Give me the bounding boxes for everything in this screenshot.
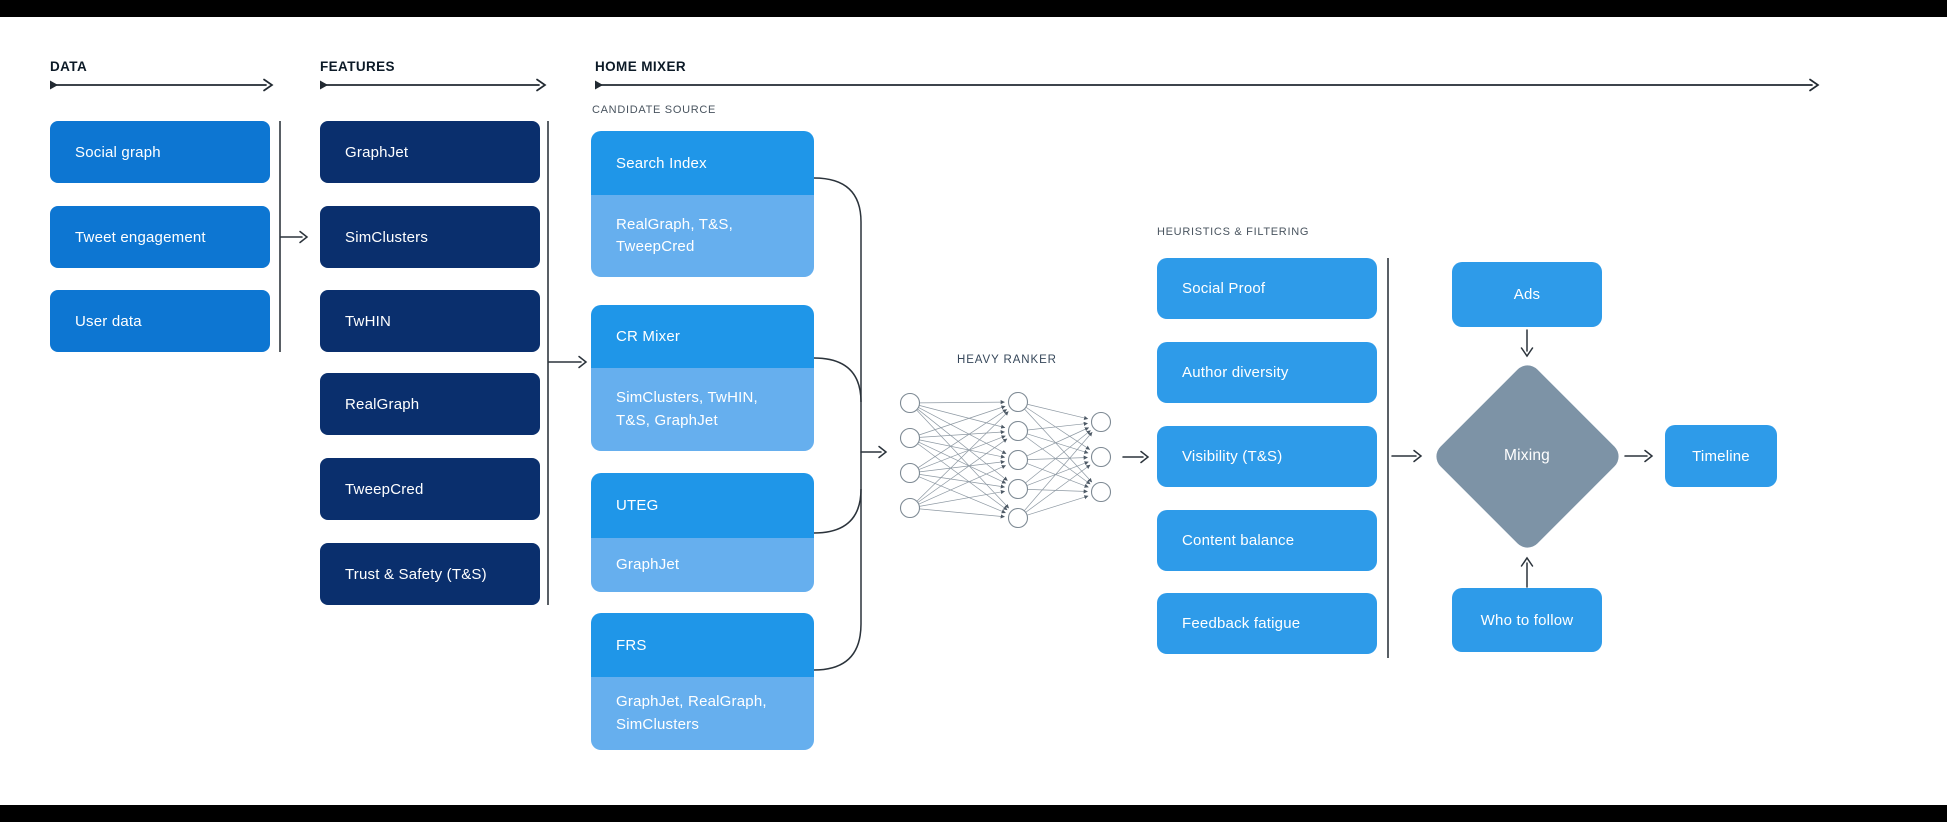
candidate-group-cr-mixer: CR Mixer SimClusters, TwHIN, T&S, GraphJ… [591, 305, 814, 451]
candidate-group-search-index: Search Index RealGraph, T&S, TweepCred [591, 131, 814, 277]
candidate-merge-curves [813, 177, 862, 671]
candidate-features: GraphJet [591, 538, 814, 592]
mixing-label: Mixing [1504, 447, 1550, 464]
data-box-user-data: User data [50, 290, 270, 352]
heuristic-box-visibility: Visibility (T&S) [1157, 426, 1377, 487]
candidates-to-ranker-arrow [860, 445, 888, 459]
heuristic-box-content-balance: Content balance [1157, 510, 1377, 571]
heuristic-box-feedback-fatigue: Feedback fatigue [1157, 593, 1377, 654]
data-box-social-graph: Social graph [50, 121, 270, 183]
data-section-arrow [50, 78, 274, 92]
ads-to-mixing-arrow [1520, 329, 1534, 358]
candidate-group-uteg: UTEG GraphJet [591, 473, 814, 592]
candidate-source-label: CANDIDATE SOURCE [592, 104, 717, 116]
candidate-name: UTEG [591, 473, 814, 538]
features-section-arrow [320, 78, 547, 92]
top-black-bar [0, 0, 1947, 17]
mixing-to-timeline-arrow [1624, 449, 1654, 463]
candidate-features: GraphJet, RealGraph, SimClusters [591, 677, 814, 750]
data-to-features-arrow [280, 230, 309, 244]
feature-box-realgraph: RealGraph [320, 373, 540, 435]
ranker-to-heuristics-arrow [1122, 450, 1150, 464]
candidate-group-frs: FRS GraphJet, RealGraph, SimClusters [591, 613, 814, 750]
heuristic-box-social-proof: Social Proof [1157, 258, 1377, 319]
heuristics-to-mixing-arrow [1391, 449, 1423, 463]
feature-box-graphjet: GraphJet [320, 121, 540, 183]
neural-network-nodes [899, 391, 1112, 529]
features-to-candidates-arrow [548, 355, 588, 369]
neural-network-edges [916, 400, 1093, 519]
bottom-black-bar [0, 805, 1947, 822]
candidate-name: Search Index [591, 131, 814, 195]
data-section-label: DATA [50, 59, 88, 74]
timeline-box: Timeline [1665, 425, 1777, 487]
candidate-name: CR Mixer [591, 305, 814, 368]
candidate-name: FRS [591, 613, 814, 677]
features-section-label: FEATURES [320, 59, 395, 74]
ads-box: Ads [1452, 262, 1602, 327]
heuristic-box-author-diversity: Author diversity [1157, 342, 1377, 403]
heuristics-filtering-label: HEURISTICS & FILTERING [1157, 226, 1310, 238]
home-mixer-section-label: HOME MIXER [595, 59, 687, 74]
data-box-tweet-engagement: Tweet engagement [50, 206, 270, 268]
who-to-follow-box: Who to follow [1452, 588, 1602, 652]
feature-box-twhin: TwHIN [320, 290, 540, 352]
feature-box-simclusters: SimClusters [320, 206, 540, 268]
candidate-features: RealGraph, T&S, TweepCred [591, 195, 814, 277]
whotofollow-to-mixing-arrow [1520, 556, 1534, 588]
heavy-ranker-label: HEAVY RANKER [957, 354, 1057, 366]
home-mixer-section-arrow [595, 78, 1820, 92]
feature-box-trust-safety: Trust & Safety (T&S) [320, 543, 540, 605]
candidate-features: SimClusters, TwHIN, T&S, GraphJet [591, 368, 814, 451]
feature-box-tweepcred: TweepCred [320, 458, 540, 520]
